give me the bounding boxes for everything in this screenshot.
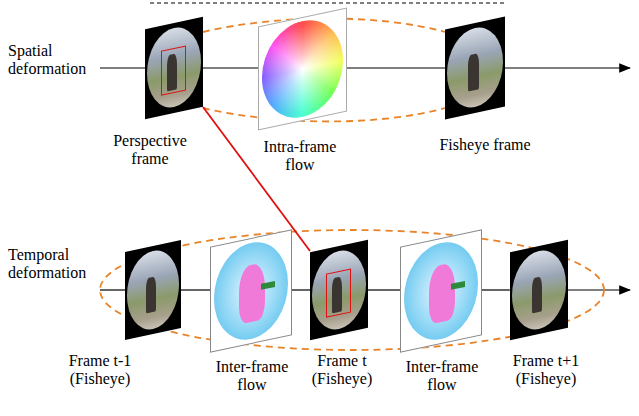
frame-caption: Frame t-1 (Fisheye) bbox=[55, 352, 145, 388]
frame-caption: Frame t+1 (Fisheye) bbox=[496, 352, 596, 388]
axis-arrow bbox=[568, 289, 630, 290]
orange-dashed-ellipse bbox=[100, 230, 604, 350]
person bbox=[332, 276, 342, 313]
person bbox=[146, 276, 156, 313]
motion-blob bbox=[429, 262, 455, 325]
frame-caption: Perspective frame bbox=[104, 132, 196, 168]
frame-image bbox=[400, 229, 482, 352]
frame-node: Frame t+1 (Fisheye) bbox=[510, 235, 568, 345]
frame-image bbox=[125, 240, 181, 340]
axis-segment bbox=[345, 67, 445, 68]
frame-node: Inter-frame flow bbox=[400, 225, 480, 355]
frame-caption: Fisheye frame bbox=[425, 136, 545, 154]
frame-caption: Intra-frame flow bbox=[250, 138, 350, 174]
frame-node: Frame t (Fisheye) bbox=[310, 235, 368, 345]
red-box bbox=[161, 46, 186, 96]
person bbox=[532, 276, 542, 313]
frame-image bbox=[258, 7, 347, 130]
dashed-top-line bbox=[150, 3, 505, 4]
axis-segment bbox=[368, 289, 400, 290]
axis-segment bbox=[290, 289, 310, 290]
axis-segment bbox=[480, 289, 510, 290]
frame-image bbox=[145, 17, 203, 119]
frame-node: Perspective frame bbox=[145, 12, 203, 124]
person bbox=[468, 54, 479, 92]
frame-image bbox=[210, 229, 292, 352]
frame-node: Frame t-1 (Fisheye) bbox=[125, 235, 181, 345]
frame-node: Fisheye frame bbox=[445, 12, 505, 124]
red-box bbox=[326, 268, 351, 318]
motion-blob bbox=[239, 262, 265, 325]
red-correspondence-line bbox=[203, 107, 310, 251]
axis-line bbox=[100, 289, 125, 290]
person bbox=[167, 54, 177, 92]
frame-image bbox=[510, 240, 568, 340]
row-label: Temporal deformation bbox=[8, 246, 100, 282]
axis-line bbox=[100, 67, 145, 68]
frame-image bbox=[310, 240, 368, 340]
axis-segment bbox=[181, 289, 210, 290]
color-wheel bbox=[262, 12, 344, 126]
axis-arrow bbox=[505, 67, 630, 68]
row-label: Spatial deformation bbox=[8, 42, 100, 78]
frame-image bbox=[445, 17, 505, 119]
frame-caption: Inter-frame flow bbox=[392, 358, 492, 394]
frame-caption: Frame t (Fisheye) bbox=[302, 352, 382, 388]
frame-node: Inter-frame flow bbox=[210, 225, 290, 355]
frame-node: Intra-frame flow bbox=[258, 4, 345, 132]
axis-segment bbox=[203, 67, 258, 68]
frame-caption: Inter-frame flow bbox=[202, 358, 302, 394]
